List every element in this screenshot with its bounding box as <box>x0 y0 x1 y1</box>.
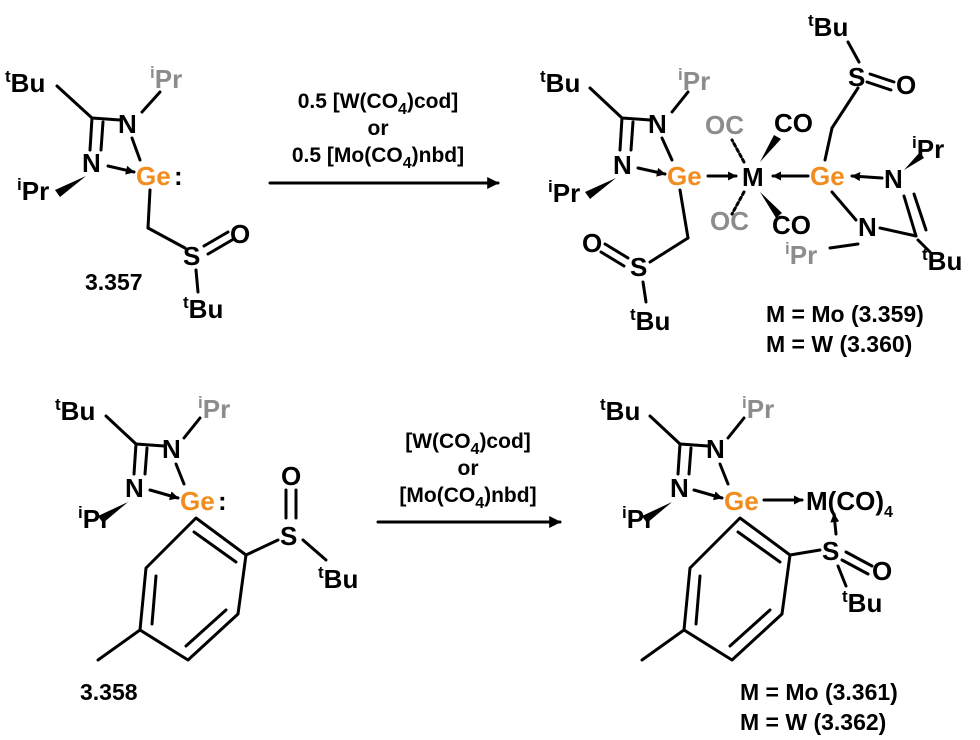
compound-3-357: tBu N iPr N iPr Ge : S O tBu 3.357 <box>5 63 250 324</box>
ipr-label: iPr <box>150 63 182 94</box>
metal-carbonyl-fragment: M(CO)4 <box>806 486 893 521</box>
reagent-or: or <box>458 457 479 480</box>
ipr-label: iPr <box>622 503 654 534</box>
nitrogen-atom: N <box>648 109 667 139</box>
ipr-label: iPr <box>912 133 944 164</box>
reagent-tungsten: [W(CO4)cod] <box>405 430 531 458</box>
sulfur-atom: S <box>848 62 865 92</box>
tbu-label: tBu <box>922 245 962 276</box>
tbu-label: tBu <box>183 293 223 324</box>
ipr-label: iPr <box>785 239 817 270</box>
carbonyl-ligand: OC <box>705 110 744 140</box>
ipr-label: iPr <box>78 503 110 534</box>
ipr-label: iPr <box>198 393 230 424</box>
sulfur-atom: S <box>280 521 297 551</box>
product-label-w: M = W (3.360) <box>766 331 912 357</box>
nitrogen-atom: N <box>858 212 877 242</box>
compound-3-359-3-360: tBu N iPr N iPr Ge S O tBu M OC CO OC CO <box>540 11 962 357</box>
carbene-lone-pair: : <box>174 161 183 191</box>
germanium-atom: Ge <box>667 161 702 191</box>
reagent-or: or <box>368 117 389 140</box>
tbu-label: tBu <box>5 67 45 98</box>
product-label-mo: M = Mo (3.361) <box>740 679 898 705</box>
oxygen-atom: O <box>582 228 602 258</box>
ipr-label: iPr <box>742 393 774 424</box>
tbu-label: tBu <box>630 305 670 336</box>
nitrogen-atom: N <box>670 473 689 503</box>
carbene-lone-pair: : <box>218 486 227 516</box>
nitrogen-atom: N <box>82 148 101 178</box>
nitrogen-atom: N <box>162 434 181 464</box>
tbu-label: tBu <box>55 395 95 426</box>
reaction-arrow-2: [W(CO4)cod] or [Mo(CO4)nbd] <box>376 430 562 528</box>
reaction-arrow-1: 0.5 [W(CO4)cod] or 0.5 [Mo(CO4)nbd] <box>268 90 500 189</box>
product-label-w: M = W (3.362) <box>740 709 886 735</box>
oxygen-atom: O <box>230 219 250 249</box>
compound-number: 3.357 <box>85 269 143 295</box>
compound-3-361-3-362: tBu N iPr N iPr Ge M(CO)4 S O tBu M = Mo… <box>600 393 898 735</box>
oxygen-atom: O <box>872 556 892 586</box>
germanium-atom: Ge <box>810 161 845 191</box>
nitrogen-atom: N <box>706 434 725 464</box>
sulfur-atom: S <box>630 252 647 282</box>
carbonyl-ligand: CO <box>774 108 813 138</box>
germanium-atom: Ge <box>724 486 759 516</box>
compound-3-358: tBu N iPr N iPr Ge : S O tBu 3.358 <box>55 393 358 705</box>
nitrogen-atom: N <box>884 164 903 194</box>
oxygen-atom: O <box>281 461 301 491</box>
ipr-label: iPr <box>17 175 49 206</box>
tbu-label: tBu <box>808 11 848 42</box>
tbu-label: tBu <box>318 563 358 594</box>
oxygen-atom: O <box>896 70 916 100</box>
reagent-molybdenum: 0.5 [Mo(CO4)nbd] <box>292 144 464 172</box>
tbu-label: tBu <box>600 395 640 426</box>
product-label-mo: M = Mo (3.359) <box>766 301 924 327</box>
tbu-label: tBu <box>842 587 882 618</box>
carbonyl-ligand: OC <box>710 206 749 236</box>
tbu-label: tBu <box>540 67 580 98</box>
compound-number: 3.358 <box>80 679 138 705</box>
ipr-label: iPr <box>548 177 580 208</box>
nitrogen-atom: N <box>613 150 632 180</box>
nitrogen-atom: N <box>125 473 144 503</box>
carbonyl-ligand: CO <box>772 210 811 240</box>
reagent-tungsten: 0.5 [W(CO4)cod] <box>298 90 459 118</box>
germanium-atom: Ge <box>180 486 215 516</box>
ipr-label: iPr <box>678 65 710 96</box>
sulfur-atom: S <box>822 536 839 566</box>
metal-atom: M <box>742 162 764 192</box>
sulfur-atom: S <box>183 241 200 271</box>
reagent-molybdenum: [Mo(CO4)nbd] <box>399 484 536 512</box>
germanium-atom: Ge <box>136 161 171 191</box>
nitrogen-atom: N <box>118 109 137 139</box>
